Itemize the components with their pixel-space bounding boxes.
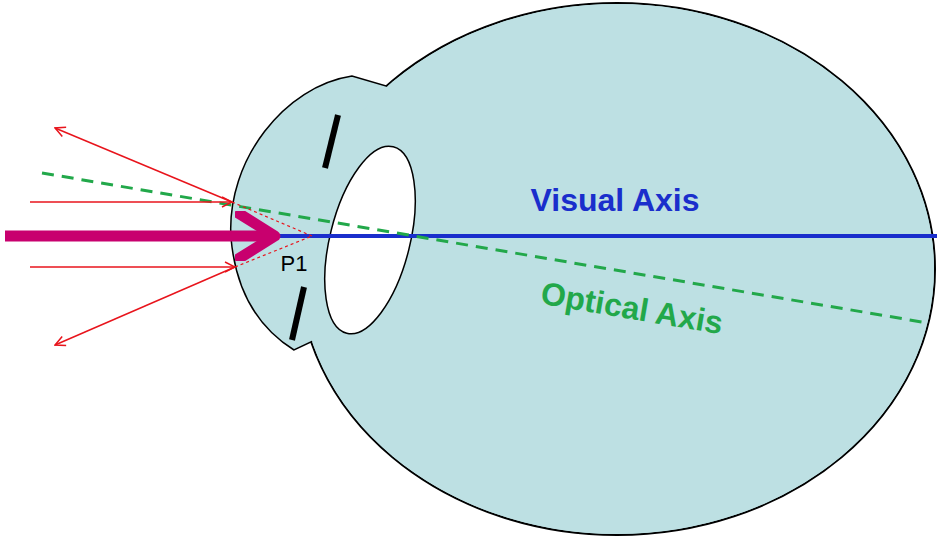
incident-ray: [30, 201, 232, 203]
point-label: P1: [281, 252, 308, 276]
visual-axis-line: [270, 234, 937, 238]
iris-lower: [292, 287, 304, 340]
incident-ray: [30, 266, 235, 268]
optical-axis-line: [42, 173, 922, 322]
reflected-ray: [55, 267, 235, 345]
lens: [308, 137, 432, 343]
reflected-ray: [55, 128, 232, 202]
axis-label: Visual Axis: [531, 183, 700, 218]
illumination-arrow: [5, 231, 270, 242]
iris-upper: [325, 115, 338, 168]
